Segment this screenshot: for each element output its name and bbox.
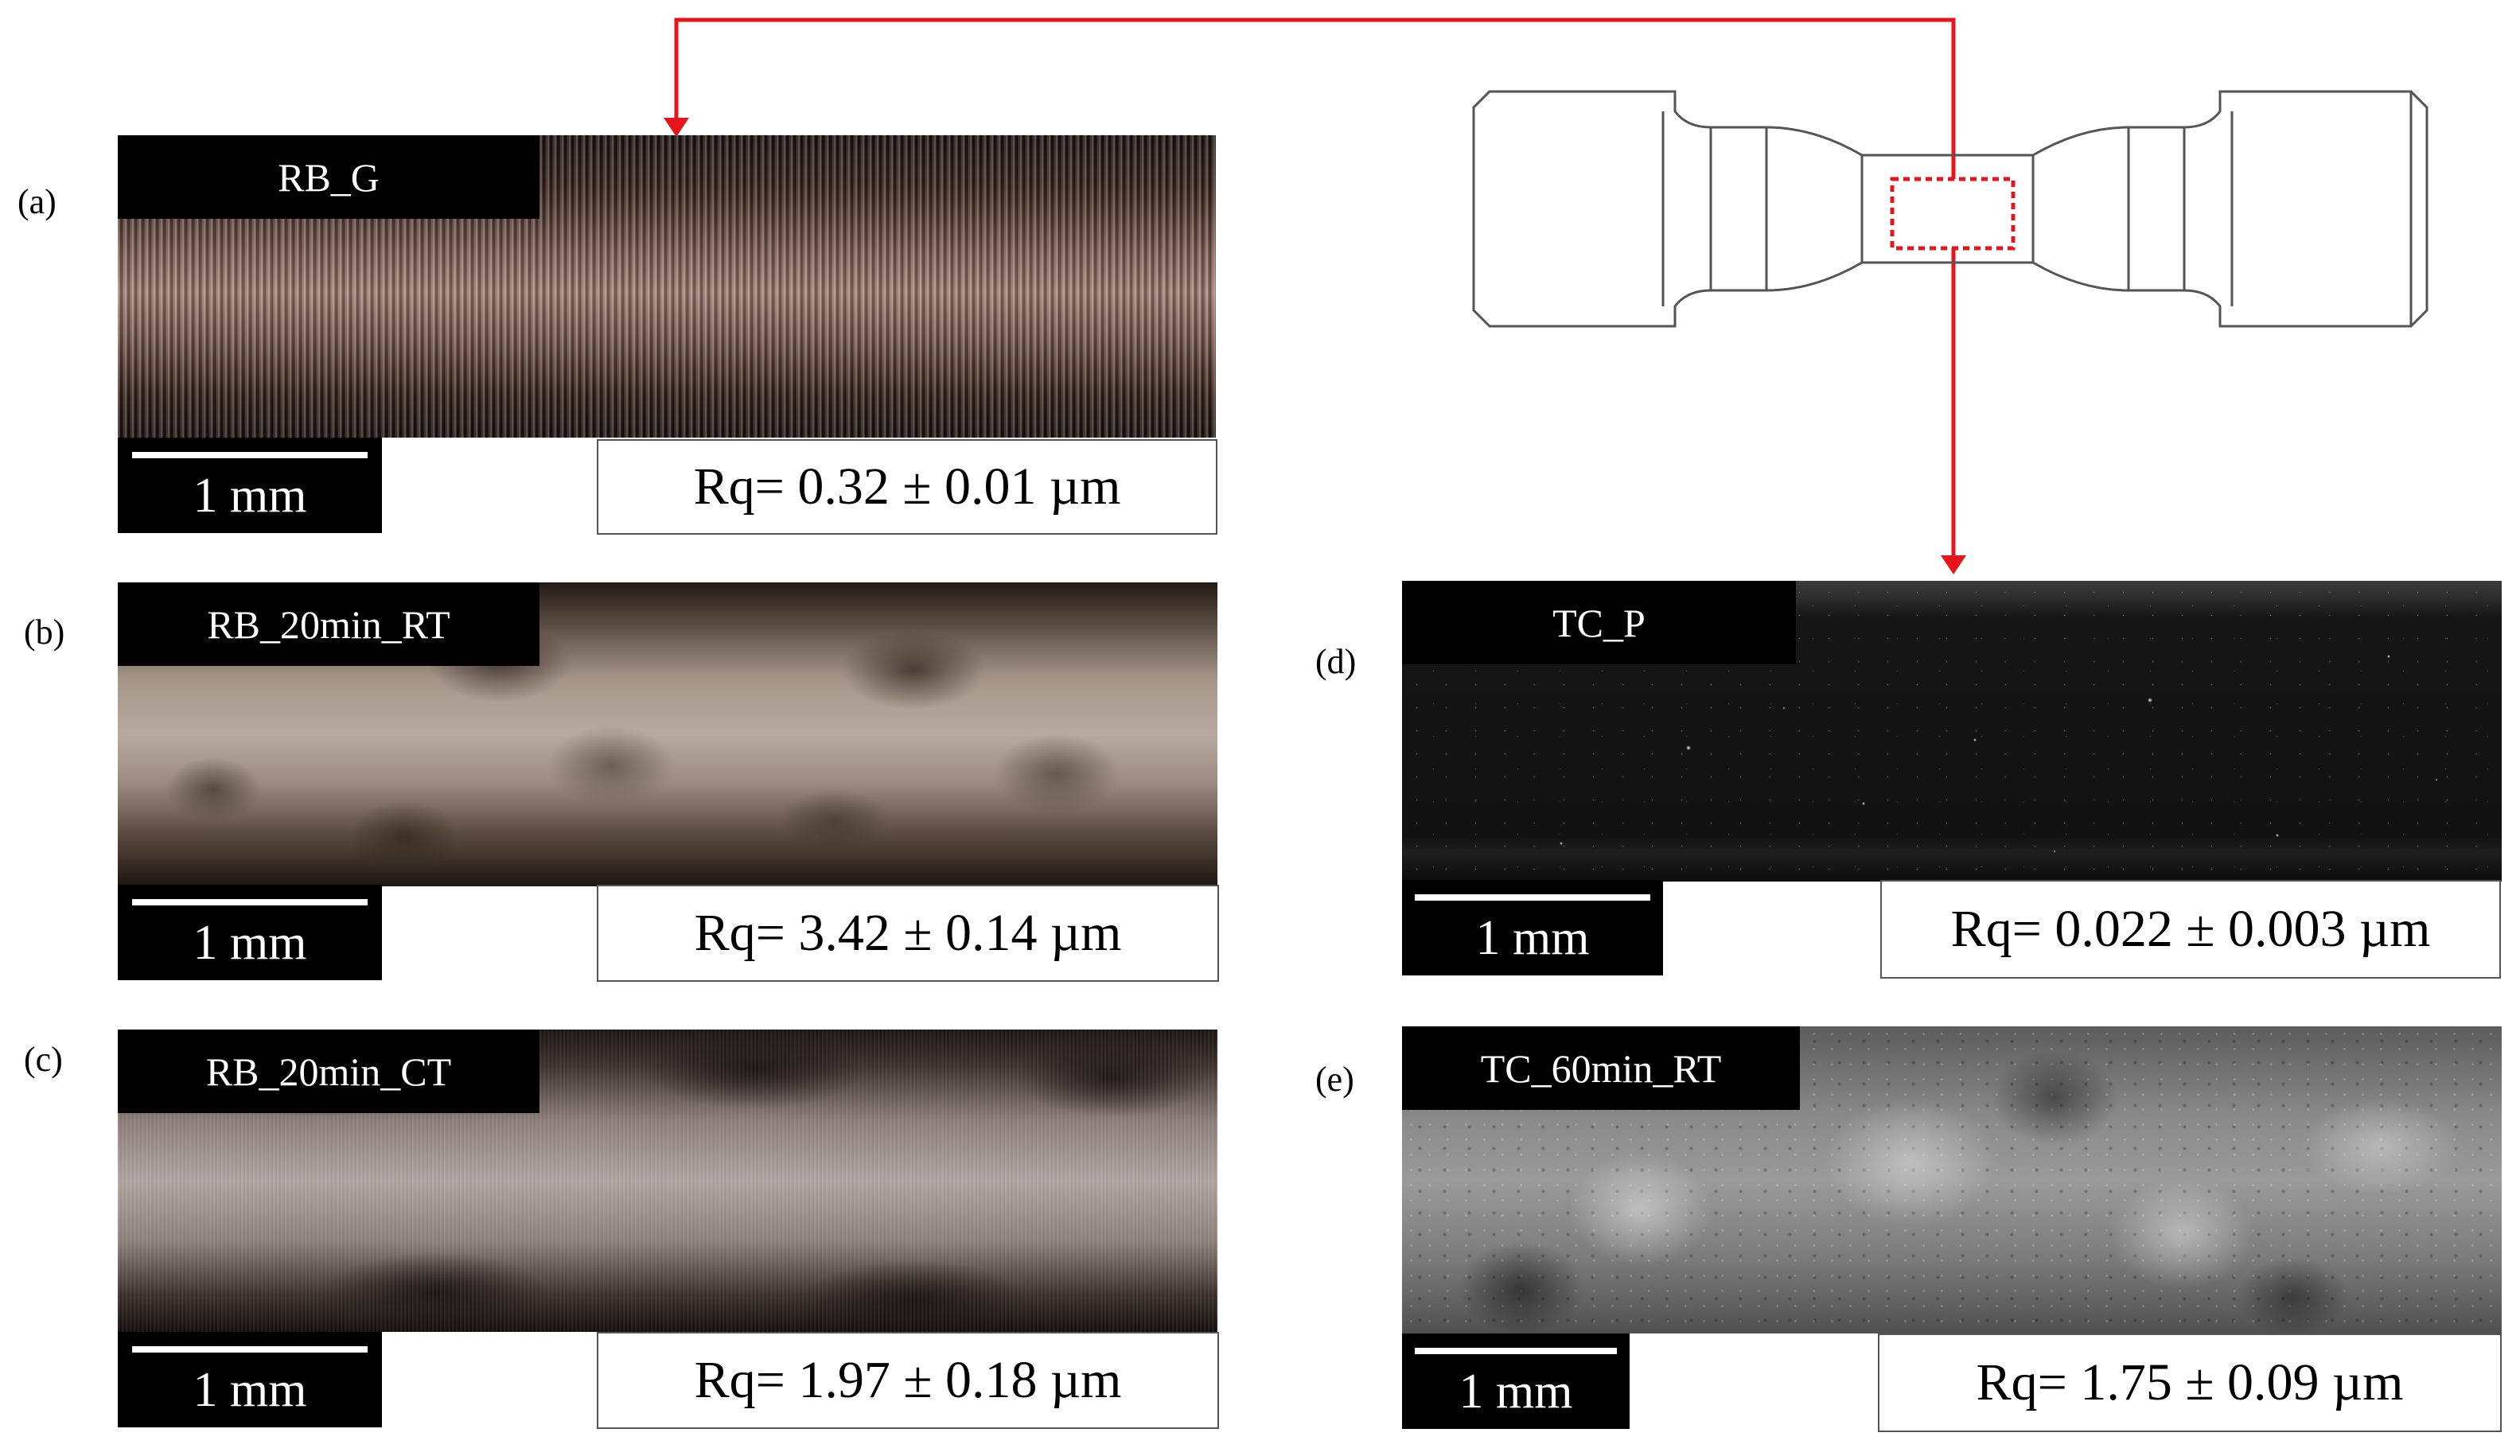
panel-d-roughness: Rq= 0.022 ± 0.003 µm <box>1880 880 2501 979</box>
panel-d-scale-bar: 1 mm <box>1402 880 1663 975</box>
scale-bar-line <box>132 452 368 458</box>
panel-d-title: TC_P <box>1402 581 1796 664</box>
panel-d-label: (d) <box>1315 642 1357 681</box>
scale-bar-text: 1 mm <box>193 1363 307 1417</box>
panel-c-roughness: Rq= 1.97 ± 0.18 µm <box>597 1332 1219 1429</box>
panel-c-scale-bar: 1 mm <box>118 1332 382 1427</box>
scale-bar-line <box>132 899 368 905</box>
panel-b-scale-bar: 1 mm <box>118 885 382 980</box>
scale-bar-line <box>1415 1348 1617 1354</box>
panel-c-title: RB_20min_CT <box>118 1030 539 1113</box>
panel-b-roughness: Rq= 3.42 ± 0.14 µm <box>597 885 1219 982</box>
panel-e-roughness: Rq= 1.75 ± 0.09 µm <box>1878 1333 2502 1432</box>
panel-a-scale-bar: 1 mm <box>118 438 382 533</box>
arrow-to-panel-a <box>674 18 1956 179</box>
panel-e-scale-bar: 1 mm <box>1402 1333 1630 1429</box>
panel-e-title: TC_60min_RT <box>1402 1026 1800 1110</box>
gauge-section-marker <box>1890 177 2016 251</box>
panel-c-label: (c) <box>24 1040 63 1079</box>
arrow-head-a <box>664 118 689 137</box>
panel-a-label: (a) <box>18 182 56 221</box>
scale-bar-text: 1 mm <box>1475 911 1590 965</box>
arrow-head-d <box>1941 555 1966 574</box>
scale-bar-text: 1 mm <box>193 916 307 970</box>
panel-e-micrograph: TC_60min_RT <box>1402 1026 2502 1333</box>
scale-bar-text: 1 mm <box>193 469 307 523</box>
panel-a-roughness: Rq= 0.32 ± 0.01 µm <box>597 439 1217 535</box>
panel-a-micrograph: RB_G <box>118 135 1216 438</box>
panel-a-title: RB_G <box>118 135 539 219</box>
panel-e-label: (e) <box>1315 1060 1354 1099</box>
panel-b-title: RB_20min_RT <box>118 582 539 666</box>
panel-b-micrograph: RB_20min_RT <box>118 582 1217 886</box>
panel-b-label: (b) <box>24 613 65 652</box>
panel-d-micrograph: TC_P <box>1402 581 2502 882</box>
scale-bar-text: 1 mm <box>1459 1365 1573 1419</box>
scale-bar-line <box>1415 894 1650 901</box>
scale-bar-line <box>132 1346 368 1353</box>
specimen-drawing <box>1472 90 2428 328</box>
panel-c-micrograph: RB_20min_CT <box>118 1030 1217 1332</box>
